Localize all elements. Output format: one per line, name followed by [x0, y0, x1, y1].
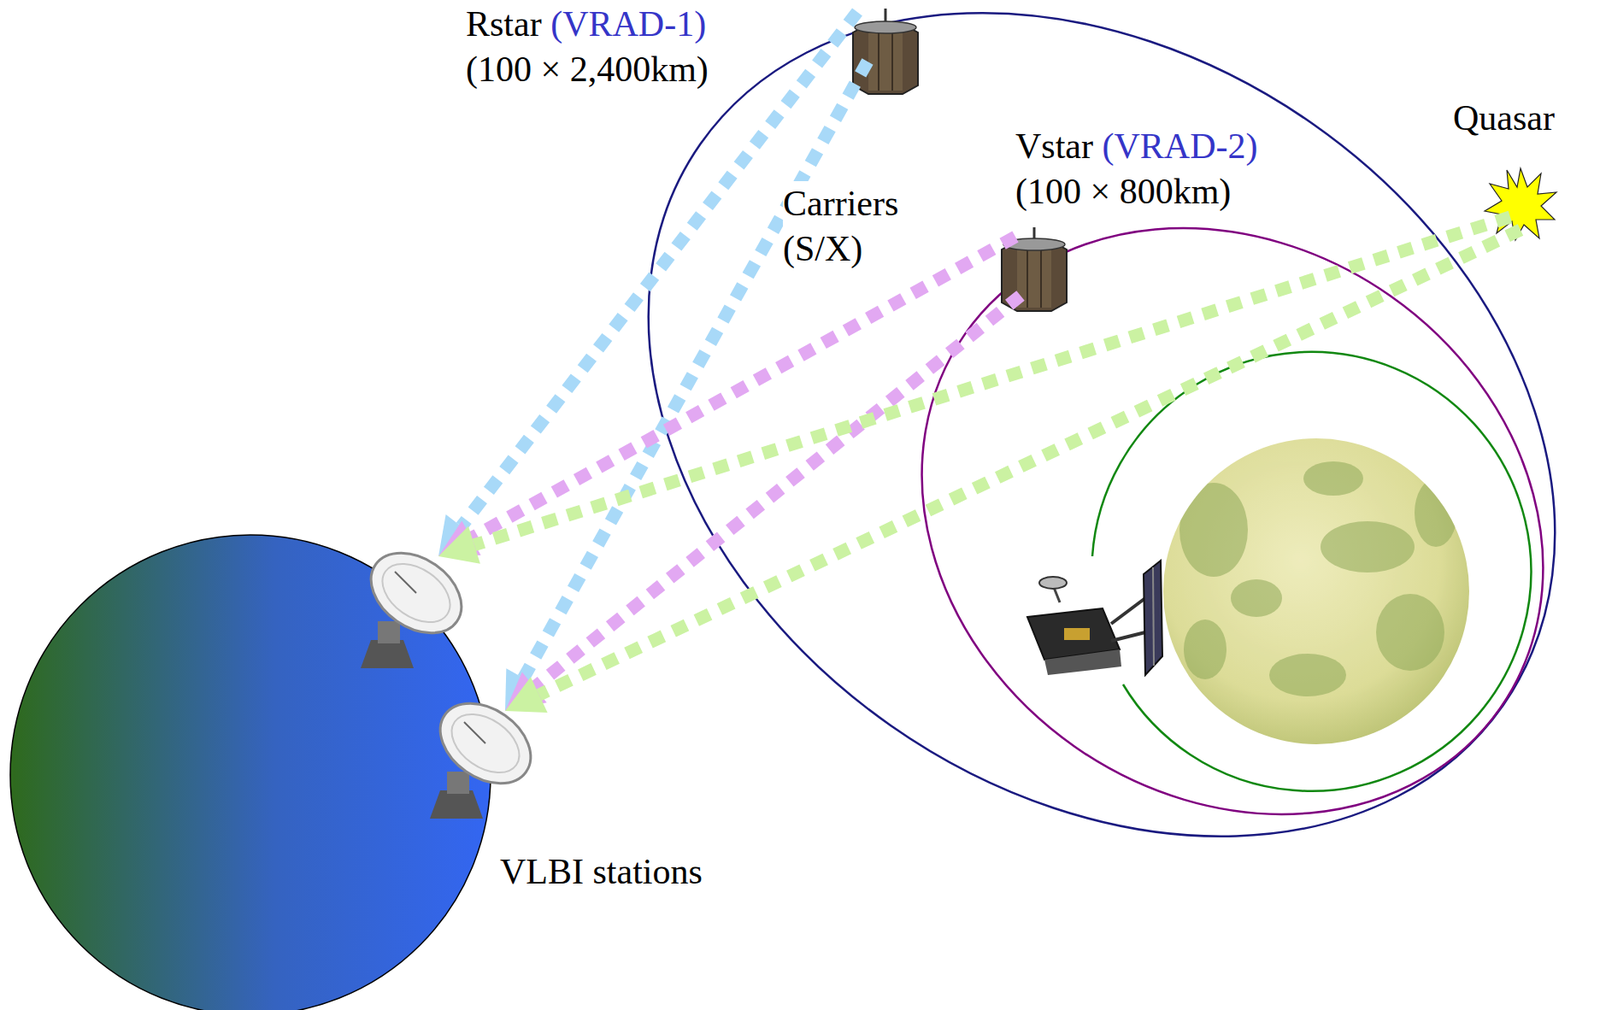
- carrier-line: [523, 61, 868, 679]
- carrier-line: [470, 236, 1016, 539]
- arrow-head: [438, 526, 481, 565]
- vlbi-stations: VLBI stations: [350, 538, 539, 821]
- main-orbiter: [1027, 560, 1163, 676]
- signal-arrow: [438, 11, 868, 712]
- earth: [10, 535, 491, 1010]
- signal-arrow: [438, 217, 1521, 713]
- node-label: (VRAD-1): [550, 4, 706, 44]
- satellite-label: Rstar(VRAD-1)(100 × 2,400km): [465, 1, 924, 98]
- quasar-label: Quasar: [1452, 95, 1577, 242]
- moon: [1163, 438, 1470, 745]
- orbiter-orbit: [1092, 352, 1531, 792]
- rstar-orbit: [489, 0, 1600, 1007]
- rstar-satellite: [852, 8, 918, 95]
- carrier-line: [474, 217, 1511, 546]
- satellite-label: Vstar(VRAD-2)(100 × 800km): [998, 123, 1324, 317]
- carrier-line: [539, 229, 1521, 695]
- node-label: Rstar: [465, 4, 542, 44]
- station-label: VLBI stations: [500, 849, 703, 895]
- carrier-label: Carriers (S/X): [782, 181, 920, 271]
- node-label: Vstar: [1015, 126, 1094, 166]
- arrow-head: [505, 676, 548, 713]
- node-label: Quasar: [1452, 98, 1555, 138]
- orbit-size: (100 × 2,400km): [465, 47, 709, 93]
- carrier-line: [534, 295, 1021, 688]
- node-label: (VRAD-2): [1101, 126, 1258, 166]
- quasar-star: [1484, 168, 1557, 241]
- signal-arrow: [438, 236, 1021, 712]
- orbit-size: (100 × 800km): [1015, 169, 1231, 215]
